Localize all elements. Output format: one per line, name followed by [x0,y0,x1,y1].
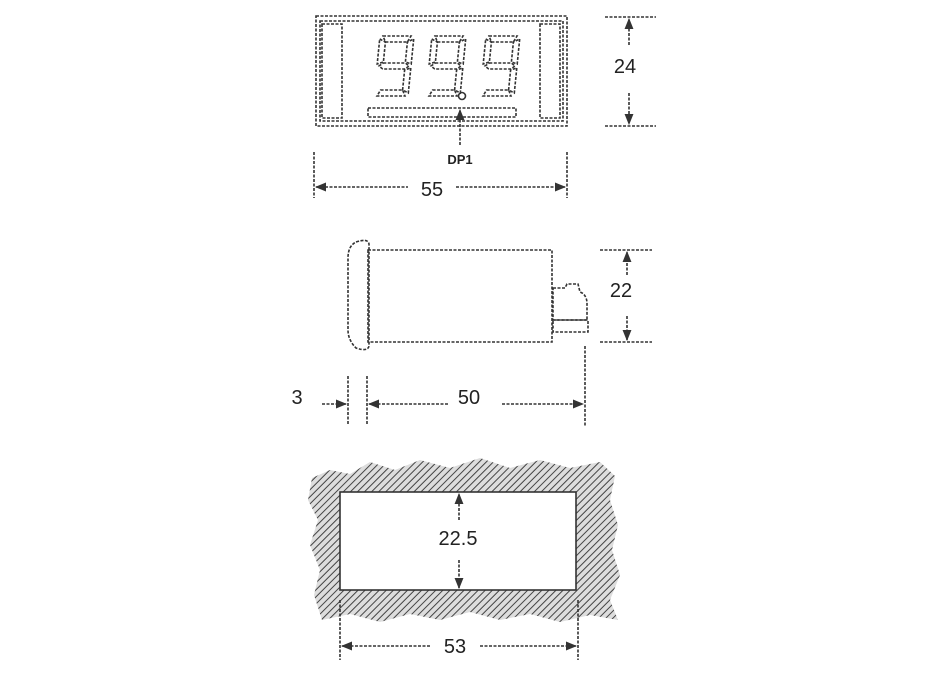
width-dim-55: 55 [421,179,443,201]
right-bar [539,23,561,119]
segment-d [481,89,513,97]
front-view: DP1 55 24 [313,15,656,201]
cutout-opening [339,491,577,591]
digit-9 [481,35,521,97]
height-dim-24: 24 [614,56,636,78]
panel-cutout: 22.5 53 [308,458,620,660]
bezel [347,239,370,351]
height-dim-22: 22 [610,280,632,302]
segment-g [377,62,411,70]
depth-dim-50: 50 [458,387,480,409]
height-dim-22-5: 22.5 [439,528,478,550]
segment-b [404,37,415,66]
bezel-dim-3: 3 [291,387,302,409]
decimal-point [457,91,467,101]
segment-d [427,89,459,97]
segment-b [510,37,521,66]
segment-f [376,37,387,66]
segment-c [453,66,464,95]
width-dim-53: 53 [444,636,466,658]
segment-b [456,37,467,66]
segment-a [433,35,465,43]
segment-f [482,37,493,66]
body [367,249,553,343]
segment-a [487,35,519,43]
front-frame [315,15,568,127]
segment-f [428,37,439,66]
segment-a [381,35,413,43]
segment-c [507,66,518,95]
left-bar [321,23,343,119]
underbar [367,107,517,118]
segment-g [429,62,463,70]
segment-g [483,62,517,70]
digit-9 [375,35,415,97]
dp1-label: DP1 [447,152,472,167]
segment-d [375,89,407,97]
connector [552,283,588,321]
seven-segment-digits [375,35,521,97]
segment-c [401,66,412,95]
digit-9 [427,35,467,97]
side-view: 22 3 50 [291,239,652,426]
